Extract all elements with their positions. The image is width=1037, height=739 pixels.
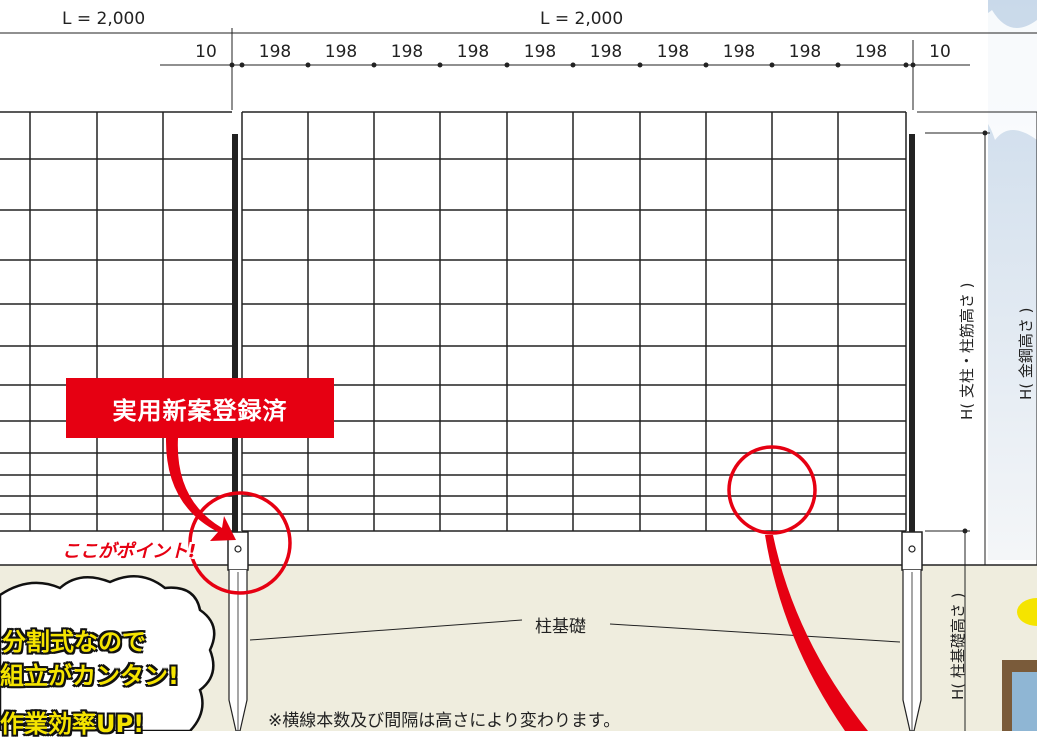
speech-bubble [0,575,216,731]
highlight-circle-left [188,491,292,595]
dim-dot-post-top [982,130,988,136]
bubble-line-1: 分割式なので [2,628,146,656]
red-arrow-mesh [765,535,868,731]
foundation-leader-left [249,619,523,641]
foundation-label: 柱基礎 [535,617,586,637]
wire-mesh-grid [0,111,907,532]
point-callout-label: ここがポイント! [62,541,197,562]
dim-label-right-span: L = 2,000 [540,9,623,29]
note-text: ※横線本数及び間隔は高さにより変わります。 [268,711,621,731]
left-foundation-stake [227,531,249,731]
label-foundation-height: H( 柱基礎高さ ) [949,592,967,700]
pitch-tick-dot [570,62,576,68]
foundation-leader-right [609,623,901,643]
right-foundation-stake [901,531,923,731]
pitch-tick-dot [703,62,709,68]
pitch-tick-dot [437,62,443,68]
pitch-label: 198 [590,42,622,62]
yellow-mark [1017,598,1037,626]
registered-utility-model-badge: 実用新案登録済 [66,378,334,438]
pitch-tick-dot [371,62,377,68]
pitch-tick-dot [504,62,510,68]
pitch-label: 198 [325,42,357,62]
pitch-tick-dot [769,62,775,68]
pitch-label: 10 [195,42,217,62]
left-post [232,134,238,534]
pitch-label: 198 [855,42,887,62]
pitch-label: 198 [524,42,556,62]
pitch-tick-dot [910,62,916,68]
bubble-line-3: 作業効率UP! [0,710,145,738]
pitch-label: 198 [457,42,489,62]
label-post-height: H( 支柱・柱筋高さ ) [958,282,976,420]
pitch-label: 198 [723,42,755,62]
pitch-label: 10 [929,42,951,62]
pitch-label: 198 [259,42,291,62]
pitch-tick-dot [903,62,909,68]
pitch-tick-dot [637,62,643,68]
pitch-tick-dot [229,62,235,68]
pitch-labels: 10 198 198 198 198 198 198 198 198 198 198 10 [195,42,951,62]
right-post [909,134,915,534]
photo-inner [1012,672,1037,731]
pitch-label: 198 [789,42,821,62]
pitch-label: 198 [391,42,423,62]
label-mesh-height: H( 金鋼高さ ) [1017,307,1035,400]
highlight-circle-mesh [727,445,817,535]
pitch-tick-dot [835,62,841,68]
pitch-label: 198 [657,42,689,62]
pitch-tick-marks [229,62,916,68]
cloud-shape [960,0,1037,140]
pitch-tick-dot [305,62,311,68]
red-arrow-left [165,438,236,541]
pitch-tick-dot [239,62,245,68]
bubble-line-2: 組立がカンタン! [0,662,179,690]
dim-label-left-span: L = 2,000 [62,9,145,29]
